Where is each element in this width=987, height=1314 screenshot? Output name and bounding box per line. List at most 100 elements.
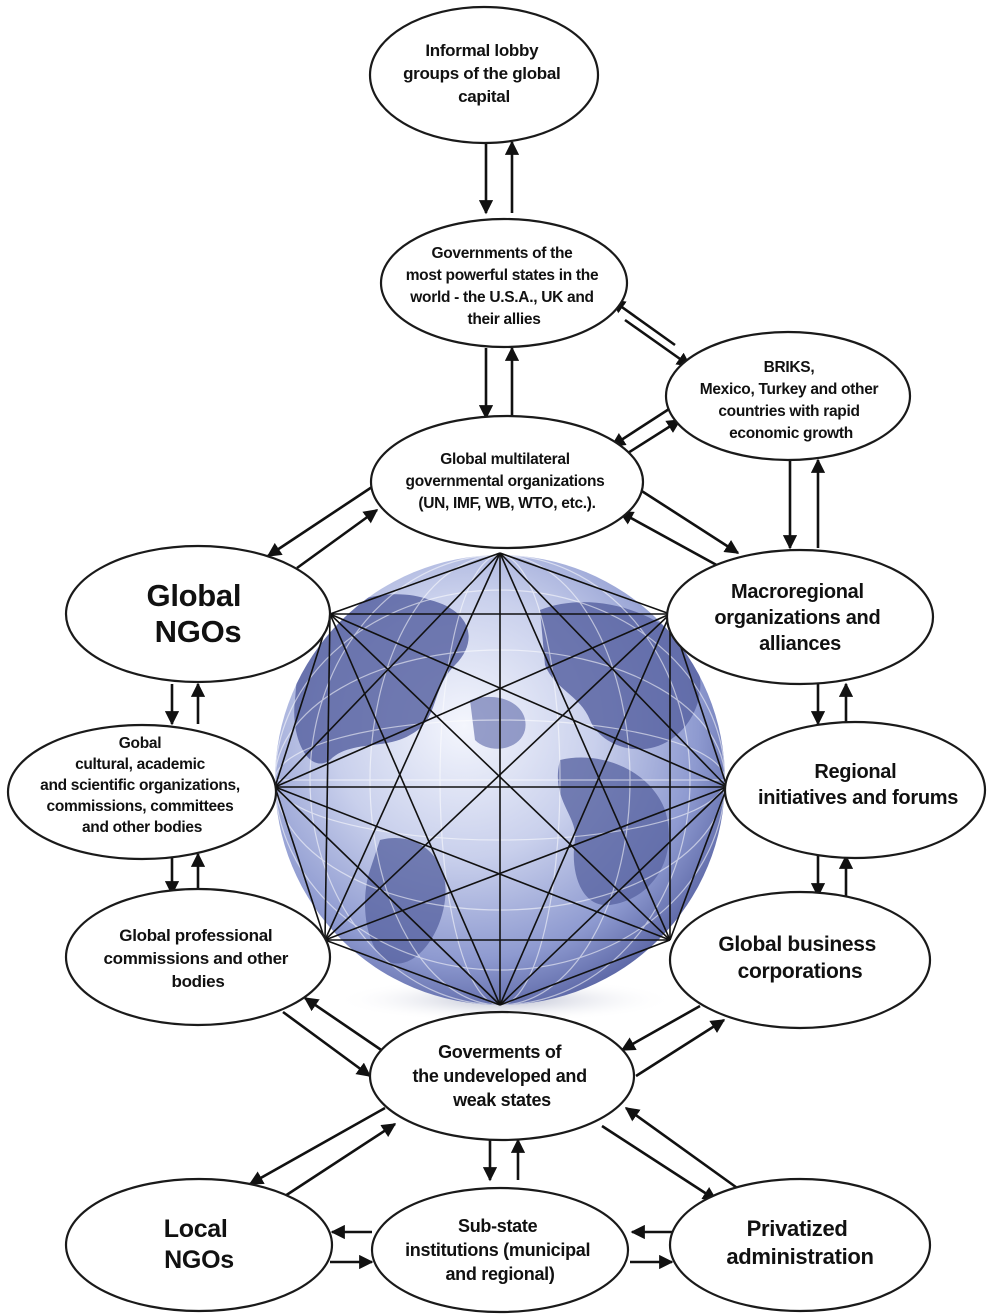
label-line: Global business (718, 933, 876, 956)
label-line: and other bodies (82, 819, 202, 836)
mesh-line (324, 613, 671, 941)
node-global-ngos-label: Global NGOs (147, 578, 250, 649)
node-regional-initiatives: Regional initiatives and forums (723, 720, 987, 860)
mesh-line (274, 786, 501, 1006)
connector-arrow (266, 485, 373, 558)
label-line: bodies (172, 972, 225, 991)
label-line: groups of the global (403, 64, 560, 83)
label-line: most powerful states in the (406, 267, 599, 284)
label-line: governmental organizations (406, 473, 605, 490)
label-line: commissions, committees (47, 798, 234, 815)
mesh-line (274, 786, 326, 941)
mesh-line (274, 786, 671, 941)
node-business-label: Global business corporations (718, 933, 881, 983)
connector-arrow (624, 318, 692, 368)
label-line: NGOs (164, 1246, 234, 1274)
node-informal-lobby-label: Informal lobby groups of the global capi… (403, 41, 565, 106)
label-line: Global professional (119, 926, 272, 945)
mesh-line (669, 786, 728, 941)
node-global-multilateral-label: Global multilateral governmental organiz… (406, 451, 609, 512)
node-macroregional-label: Macroregional organizations and alliance… (714, 581, 885, 655)
mesh-line (329, 613, 671, 941)
label-line: weak states (452, 1090, 551, 1110)
label-line: corporations (738, 960, 863, 983)
node-global-ngos: Global NGOs (64, 544, 332, 684)
mesh-line (499, 552, 728, 788)
node-local-ngos: Local NGOs (64, 1177, 334, 1313)
label-line: Sub-state (458, 1216, 538, 1236)
label-line: cultural, academic (75, 756, 206, 773)
label-line: Global (147, 578, 242, 613)
label-line: organizations and (714, 607, 880, 629)
connector-arrow (618, 510, 723, 570)
connector-arrow (624, 1106, 741, 1192)
connector-arrow (303, 996, 394, 1060)
label-line: NGOs (155, 614, 242, 649)
node-informal-lobby: Informal lobby groups of the global capi… (368, 5, 600, 145)
connector-arrow (284, 1122, 397, 1198)
node-powerful-states-label: Governments of the most powerful states … (406, 245, 603, 328)
label-line: Mexico, Turkey and other (700, 381, 879, 398)
node-macroregional: Macroregional organizations and alliance… (665, 548, 935, 686)
label-line: Macroregional (731, 581, 864, 603)
connector-arrow (635, 1018, 726, 1078)
label-line: administration (726, 1244, 873, 1269)
mesh-line (329, 552, 501, 615)
node-cultural: Gobal cultural, academic and scientific … (6, 723, 278, 861)
label-line: Gobal (119, 735, 161, 752)
label-line: Governments of the (431, 245, 573, 262)
node-professional: Global professional commissions and othe… (64, 887, 332, 1027)
connector-arrow (248, 1106, 386, 1186)
mesh-line (329, 613, 501, 1006)
label-line: (UN, IMF, WB, WTO, etc.). (418, 495, 595, 512)
connector-arrow (282, 1010, 372, 1078)
label-line: economic growth (729, 425, 853, 442)
connector-arrow (296, 508, 379, 570)
label-line: Goverments of (438, 1042, 562, 1062)
mesh-line (274, 613, 671, 788)
node-weak-states: Goverments of the undeveloped and weak s… (368, 1010, 636, 1142)
label-line: and regional) (445, 1264, 554, 1284)
node-sub-state: Sub-state institutions (municipal and re… (370, 1186, 630, 1314)
connector-arrow (620, 1004, 701, 1052)
node-global-multilateral: Global multilateral governmental organiz… (369, 414, 645, 550)
mesh-line (499, 552, 671, 941)
node-weak-states-label: Goverments of the undeveloped and weak s… (412, 1042, 591, 1110)
connector-arrow (633, 484, 740, 555)
connector-arrow (601, 1124, 718, 1202)
label-line: Informal lobby (425, 41, 539, 60)
mesh-line (274, 613, 331, 788)
node-cultural-label: Gobal cultural, academic and scientific … (40, 735, 244, 836)
label-line: world - the U.S.A., UK and (409, 289, 593, 306)
node-privatized: Privatized administration (668, 1177, 932, 1313)
connector-arrow (619, 418, 682, 460)
label-line: countries with rapid (718, 403, 859, 420)
label-line: institutions (municipal (405, 1240, 590, 1260)
arrows-layer (164, 140, 854, 1270)
node-professional-label: Global professional commissions and othe… (104, 926, 293, 991)
label-line: alliances (759, 633, 841, 655)
label-line: their allies (467, 311, 540, 328)
mesh-line (324, 786, 728, 941)
node-regional-initiatives-label: Regional initiatives and forums (758, 761, 958, 809)
mesh-line (499, 786, 728, 1006)
mesh-line (499, 939, 671, 1006)
node-local-ngos-label: Local NGOs (164, 1215, 234, 1274)
node-privatized-label: Privatized administration (726, 1216, 873, 1269)
label-line: Privatized (747, 1216, 848, 1241)
label-line: capital (458, 87, 510, 106)
mesh-line (324, 939, 501, 1006)
label-line: commissions and other (104, 949, 289, 968)
label-line: Local (164, 1215, 228, 1243)
label-line: BRIKS, (764, 359, 815, 376)
label-line: Regional (814, 761, 896, 783)
label-line: initiatives and forums (758, 787, 958, 809)
node-sub-state-label: Sub-state institutions (municipal and re… (405, 1216, 595, 1284)
label-line: the undeveloped and (412, 1066, 586, 1086)
mesh-line (324, 613, 331, 941)
node-business: Global business corporations (668, 890, 932, 1030)
mesh-line (324, 552, 501, 941)
label-line: and scientific organizations, (40, 777, 240, 794)
node-powerful-states: Governments of the most powerful states … (379, 217, 629, 349)
